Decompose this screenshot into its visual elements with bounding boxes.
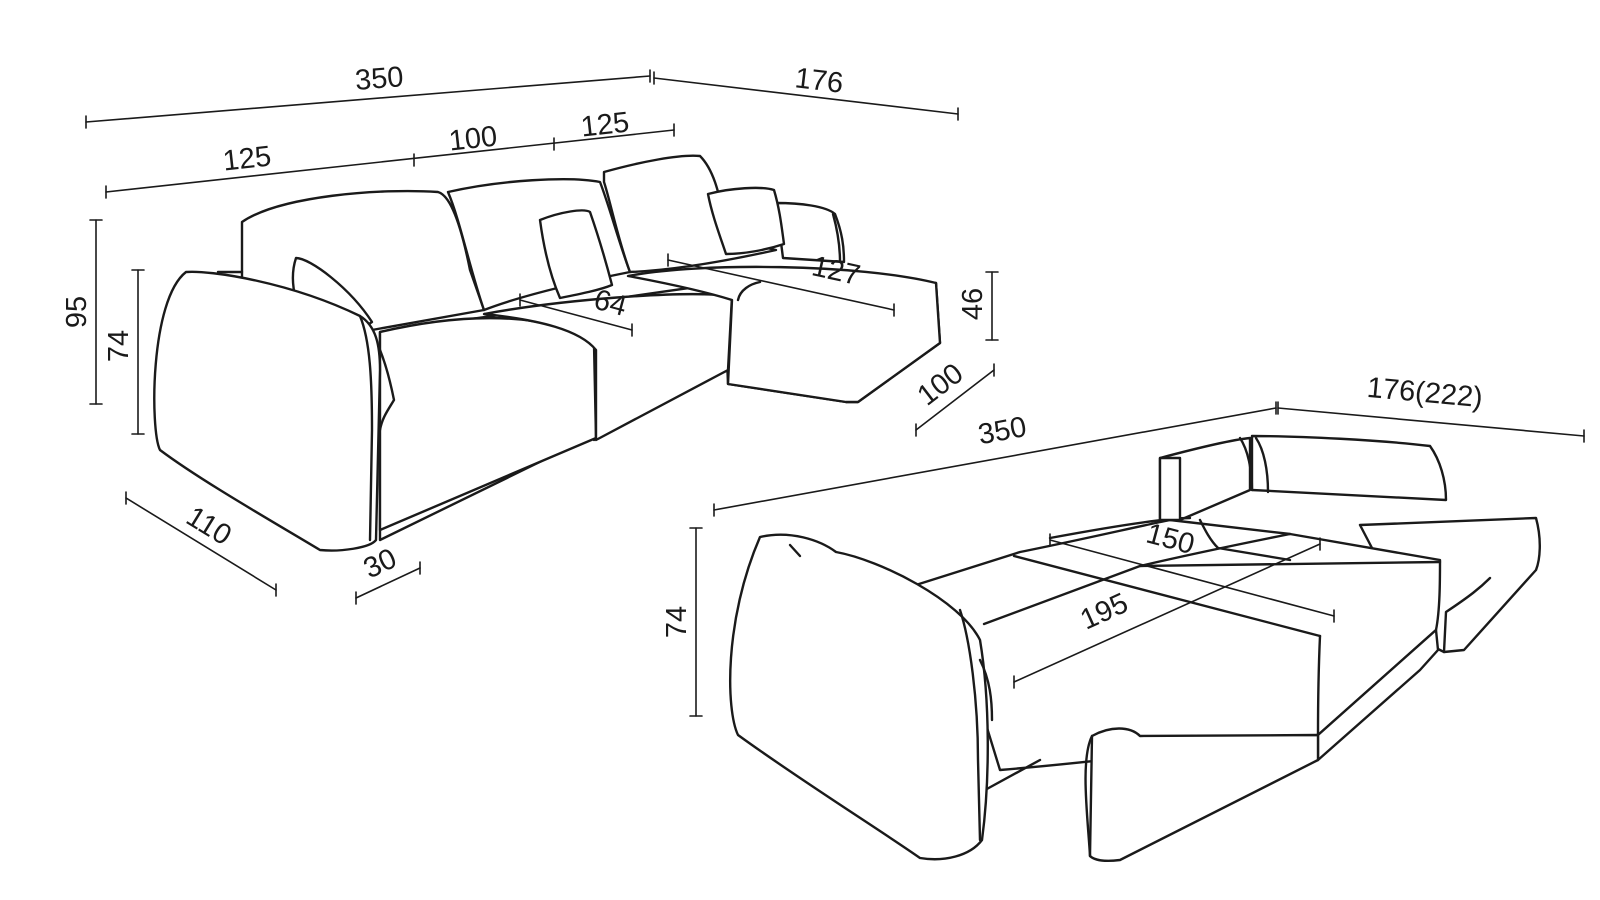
label-section-middle: 100: [447, 120, 499, 157]
seat-cushion-left: [378, 316, 598, 532]
label-arm-height: 74: [103, 330, 135, 362]
label-seat-height: 46: [957, 288, 989, 320]
dimension-lines: [85, 69, 1585, 717]
bed-back-left: [1158, 436, 1252, 522]
bed-left-arm: [728, 533, 989, 861]
label-bed-chaise-length: 176(222): [1366, 372, 1485, 414]
dim-line-sofa-width: [85, 75, 651, 123]
dim-line-bed-width: [713, 407, 1277, 511]
bed-front-foot: [1088, 727, 1320, 862]
dim-line-chaise-length: [653, 77, 959, 115]
label-sofa-width: 350: [354, 61, 405, 97]
label-chaise-width: 100: [912, 357, 970, 412]
dim-line-depth: [125, 497, 277, 591]
bed-back: [1250, 434, 1448, 502]
label-section-right: 125: [579, 106, 631, 143]
label-chaise-length: 176: [793, 62, 845, 99]
dim-line-sleep-length: [1013, 543, 1321, 683]
chaise-seat: [626, 265, 942, 404]
label-bed-width: 350: [976, 411, 1029, 451]
pillow-2: [538, 209, 614, 300]
dim-line-seat-depth: [519, 299, 633, 331]
label-depth: 110: [181, 501, 237, 552]
sofa-left-arm: [153, 270, 382, 552]
sofa-bed-drawing: [728, 434, 1541, 862]
label-total-height: 95: [61, 296, 93, 328]
label-bed-height: 74: [661, 606, 693, 638]
dim-line-arm-width: [355, 567, 421, 599]
bed-chaise-base: [1358, 516, 1541, 654]
dim-line-sleep-width: [1049, 539, 1335, 617]
chaise-arm: [774, 201, 846, 264]
sofa-drawing: [153, 154, 942, 552]
dim-line-chaise-width: [915, 369, 995, 431]
label-section-left: 125: [221, 140, 273, 177]
pillow-3: [706, 186, 786, 256]
dim-line-bed-chaise: [1277, 407, 1585, 437]
dim-line-sections: [105, 129, 675, 193]
dim-line-chaise-seat: [667, 259, 895, 311]
bed-back-upright: [1158, 456, 1182, 522]
